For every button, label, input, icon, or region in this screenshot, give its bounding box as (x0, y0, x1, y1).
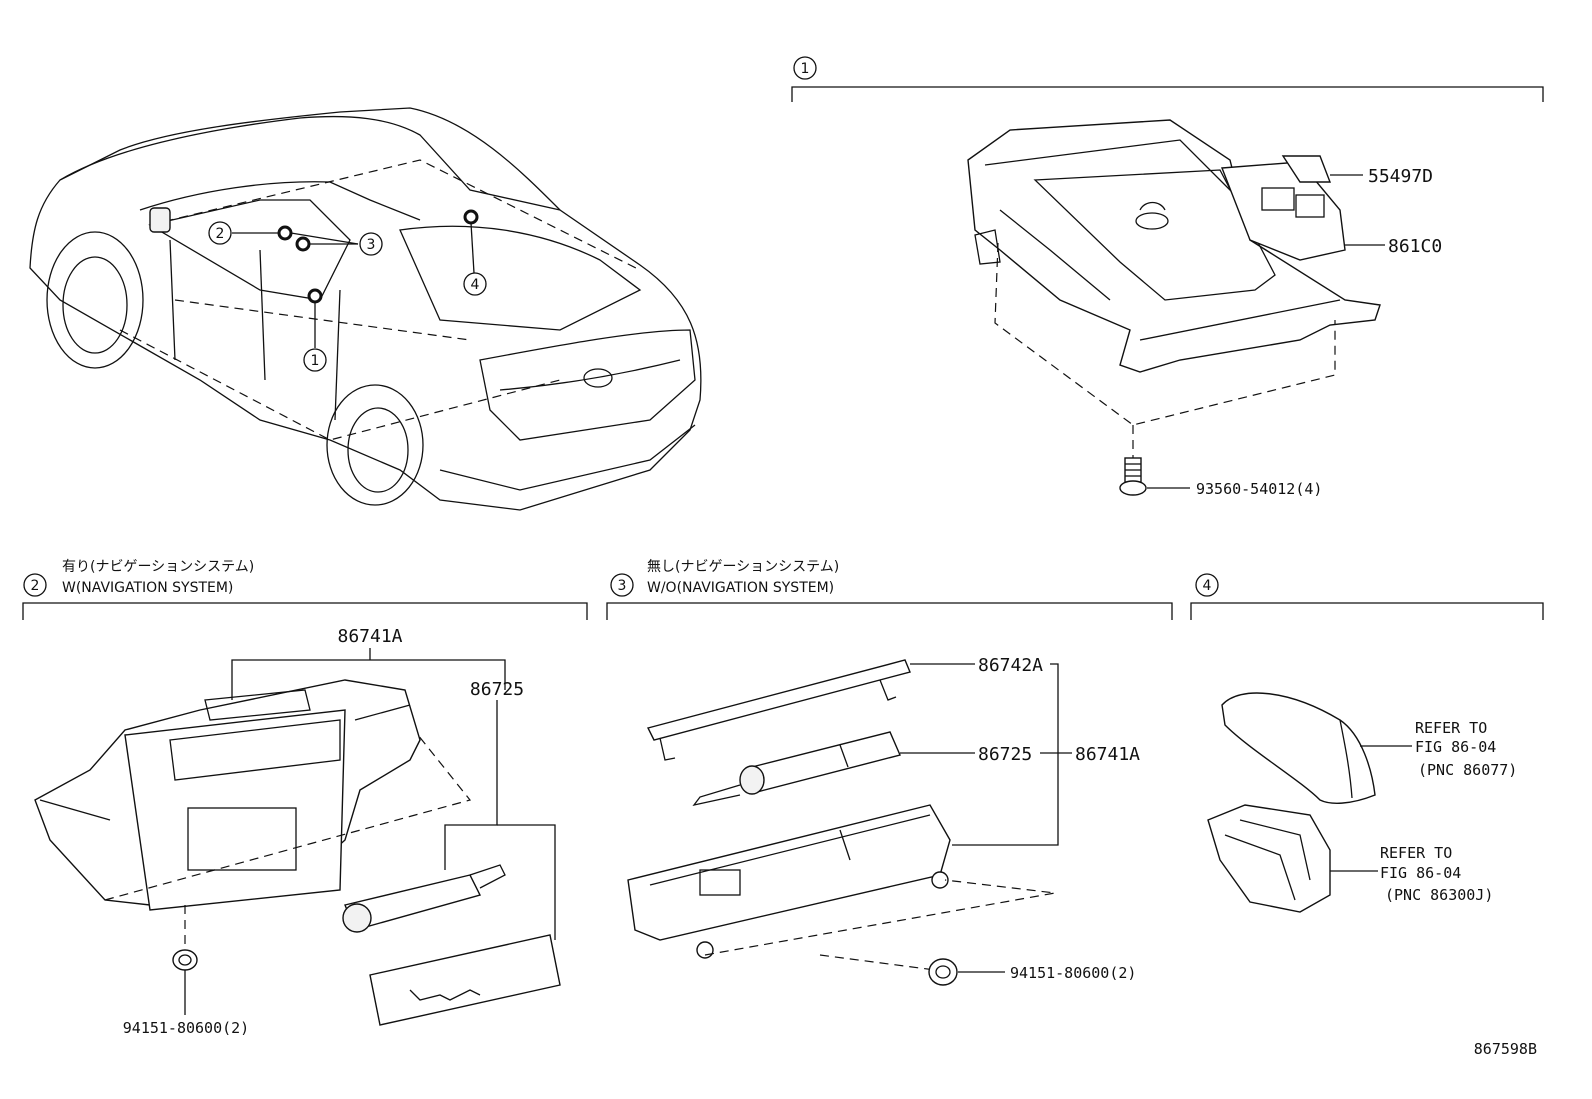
wireless-charger-unit (967, 119, 1381, 373)
section-4: 4 REFER TO FIG 86-04 (PNC 86077) REFER T… (1190, 573, 1544, 913)
battery-bracket-s2 (369, 934, 561, 1026)
label-861C0: 861C0 (1388, 236, 1442, 257)
section-3-title-en: W/O(NAVIGATION SYSTEM) (647, 580, 834, 596)
label-94151-80600-s2: 94151-80600(2) (123, 1019, 249, 1037)
label-86725-s2: 86725 (470, 679, 524, 700)
ref1-line2: FIG 86-04 (1415, 738, 1496, 756)
label-94151-80600-s3: 94151-80600(2) (1010, 964, 1136, 982)
ref2-line2: FIG 86-04 (1380, 864, 1461, 882)
label-86741A-s3: 86741A (1075, 744, 1140, 765)
label-55497D: 55497D (1368, 166, 1433, 187)
nut-94151-s3 (928, 958, 958, 986)
label-86742A: 86742A (978, 655, 1043, 676)
callout-1: 1 (303, 348, 327, 372)
callout-4: 4 (463, 272, 487, 296)
section-2: 有り(ナビゲーションシステム) 2 W(NAVIGATION SYSTEM) 8… (22, 559, 588, 1037)
svg-text:2: 2 (31, 578, 40, 594)
ref2-line3: (PNC 86300J) (1385, 886, 1493, 904)
ref1-line3: (PNC 86077) (1418, 761, 1517, 779)
vehicle-illustration (29, 107, 702, 511)
section-3-title-jp: 無し(ナビゲーションシステム) (647, 559, 839, 575)
ref2-line1: REFER TO (1380, 844, 1452, 862)
section-3: 無し(ナビゲーションシステム) 3 W/O(NAVIGATION SYSTEM)… (606, 559, 1173, 986)
svg-text:4: 4 (471, 277, 480, 293)
callout-2: 2 (208, 221, 232, 245)
shark-fin-antenna (1221, 692, 1376, 804)
svg-text:3: 3 (367, 237, 376, 253)
backup-battery-s3 (692, 731, 901, 807)
navigation-module (34, 679, 421, 911)
label-86741A-s2: 86741A (337, 626, 402, 647)
location-markers (232, 209, 479, 348)
base-module-s3 (627, 804, 951, 959)
svg-text:1: 1 (801, 61, 810, 77)
nut-94151-s2 (172, 949, 198, 971)
callout-3: 3 (359, 232, 383, 256)
svg-text:4: 4 (1203, 578, 1212, 594)
ref1-line1: REFER TO (1415, 719, 1487, 737)
label-86725-s3: 86725 (978, 744, 1032, 765)
svg-text:1: 1 (311, 353, 320, 369)
section-2-title-jp: 有り(ナビゲーションシステム) (62, 559, 254, 575)
cover-86742A (646, 659, 911, 761)
antenna-base (1207, 804, 1331, 913)
section-2-title-en: W(NAVIGATION SYSTEM) (62, 580, 233, 596)
backup-battery-s2 (342, 864, 506, 933)
screw-93560 (1119, 457, 1147, 496)
section-1: 1 55497D 861C0 (791, 56, 1544, 498)
diagram-id: 867598B (1474, 1040, 1537, 1058)
svg-text:2: 2 (216, 226, 225, 242)
label-93560-54012: 93560-54012(4) (1196, 480, 1322, 498)
svg-text:3: 3 (618, 578, 627, 594)
